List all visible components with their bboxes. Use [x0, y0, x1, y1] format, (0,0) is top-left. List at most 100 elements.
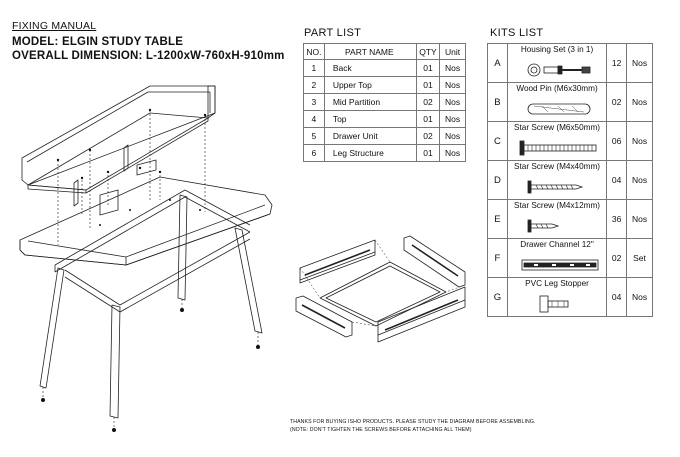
kit-letter: A — [487, 43, 508, 83]
kit-unit: Nos — [626, 43, 653, 83]
part-name: Mid Partition — [323, 93, 417, 111]
kit-qty: 02 — [606, 238, 628, 278]
top-panel-drawing — [20, 177, 272, 265]
kit-cell: Star Screw (M4x40mm) — [506, 160, 608, 200]
drawer-unit-drawing — [296, 236, 465, 342]
part-name: Top — [323, 110, 417, 128]
part-qty: 01 — [415, 144, 441, 162]
mid-partition-drawing — [74, 145, 156, 215]
kit-letter: G — [487, 277, 508, 317]
overall-dimension: OVERALL DIMENSION: L-1200xW-760xH-910mm — [12, 50, 285, 62]
short-screw-icon — [527, 219, 560, 233]
kit-qty: 02 — [606, 82, 628, 122]
kit-cell: Star Screw (M6x50mm) — [506, 121, 608, 161]
kit-name: Housing Set (3 in 1) — [520, 45, 594, 54]
kit-qty: 04 — [606, 277, 628, 317]
part-no: 4 — [303, 110, 325, 128]
leg-stopper-icon — [539, 295, 569, 313]
kit-letter: F — [487, 238, 508, 278]
kit-name: Star Screw (M6x50mm) — [514, 123, 601, 132]
table-row: B Wood Pin (M6x30mm) 02 Nos — [487, 82, 653, 122]
guide-lines — [43, 110, 258, 428]
part-unit: Nos — [439, 144, 466, 162]
leg-stopper-marks — [41, 108, 260, 432]
kits-list-title: KITS LIST — [490, 27, 544, 39]
kit-name: Drawer Channel 12" — [520, 240, 594, 249]
kit-unit: Nos — [626, 121, 653, 161]
column-header-qty: QTY — [415, 43, 441, 60]
manual-header: FIXING MANUAL MODEL: ELGIN STUDY TABLE O… — [12, 20, 285, 63]
table-row: A Housing Set (3 in 1) 12 Nos — [487, 43, 653, 83]
footer-thanks: THANKS FOR BUYING ISHO PRODUCTS. PLEASE … — [290, 419, 536, 425]
part-name: Upper Top — [323, 76, 417, 94]
wood-pin-icon — [527, 103, 591, 115]
long-screw-icon — [519, 140, 597, 156]
kit-qty: 36 — [606, 199, 628, 239]
back-panel-drawing — [22, 86, 215, 185]
column-header-part-name: PART NAME — [323, 43, 417, 60]
kit-cell: Drawer Channel 12" — [506, 238, 608, 278]
kit-unit: Nos — [626, 160, 653, 200]
kit-unit: Nos — [626, 277, 653, 317]
kit-qty: 06 — [606, 121, 628, 161]
table-row: G PVC Leg Stopper 04 Nos — [487, 277, 653, 317]
kit-name: Wood Pin (M6x30mm) — [516, 84, 598, 93]
kit-letter: E — [487, 199, 508, 239]
kit-cell: Housing Set (3 in 1) — [506, 43, 608, 83]
part-qty: 01 — [415, 110, 441, 128]
kit-cell: Star Screw (M4x12mm) — [506, 199, 608, 239]
table-row: E Star Screw (M4x12mm) 36 Nos — [487, 199, 653, 239]
part-qty: 02 — [415, 93, 441, 111]
kit-unit: Set — [626, 238, 653, 278]
part-qty: 01 — [415, 59, 441, 77]
part-no: 3 — [303, 93, 325, 111]
kit-unit: Nos — [626, 199, 653, 239]
part-unit: Nos — [439, 76, 466, 94]
part-no: 5 — [303, 127, 325, 145]
kit-letter: B — [487, 82, 508, 122]
part-unit: Nos — [439, 110, 466, 128]
housing-set-icon — [527, 63, 591, 77]
column-header-no: NO. — [303, 43, 325, 60]
model-name: MODEL: ELGIN STUDY TABLE — [12, 36, 184, 48]
footer-note: THANKS FOR BUYING ISHO PRODUCTS. PLEASE … — [290, 418, 536, 434]
part-no: 1 — [303, 59, 325, 77]
table-row: C Star Screw (M6x50mm) 06 Nos — [487, 121, 653, 161]
kit-cell: PVC Leg Stopper — [506, 277, 608, 317]
kit-unit: Nos — [626, 82, 653, 122]
column-header-unit: Unit — [439, 43, 466, 60]
part-name: Leg Structure — [323, 144, 417, 162]
part-unit: Nos — [439, 93, 466, 111]
kit-name: Star Screw (M4x12mm) — [514, 201, 601, 210]
table-row: F Drawer Channel 12" 02 Set — [487, 238, 653, 278]
kit-qty: 04 — [606, 160, 628, 200]
medium-screw-icon — [527, 180, 584, 194]
kit-letter: C — [487, 121, 508, 161]
part-list-header-row: NO. PART NAME QTY Unit — [303, 43, 466, 60]
table-row: D Star Screw (M4x40mm) 04 Nos — [487, 160, 653, 200]
manual-title: FIXING MANUAL — [12, 20, 97, 32]
part-unit: Nos — [439, 59, 466, 77]
part-unit: Nos — [439, 127, 466, 145]
footer-warning: (NOTE: DON'T TIGHTEN THE SCREWS BEFORE A… — [290, 427, 472, 433]
part-qty: 02 — [415, 127, 441, 145]
kit-cell: Wood Pin (M6x30mm) — [506, 82, 608, 122]
kits-list-table: A Housing Set (3 in 1) 12 Nos B — [487, 43, 653, 317]
part-list-title: PART LIST — [304, 27, 362, 39]
drawer-channel-icon — [521, 259, 599, 271]
part-qty: 01 — [415, 76, 441, 94]
part-no: 2 — [303, 76, 325, 94]
kit-name: PVC Leg Stopper — [525, 279, 589, 288]
leg-structure-drawing — [40, 190, 262, 418]
part-name: Drawer Unit — [323, 127, 417, 145]
kit-letter: D — [487, 160, 508, 200]
kit-qty: 12 — [606, 43, 628, 83]
